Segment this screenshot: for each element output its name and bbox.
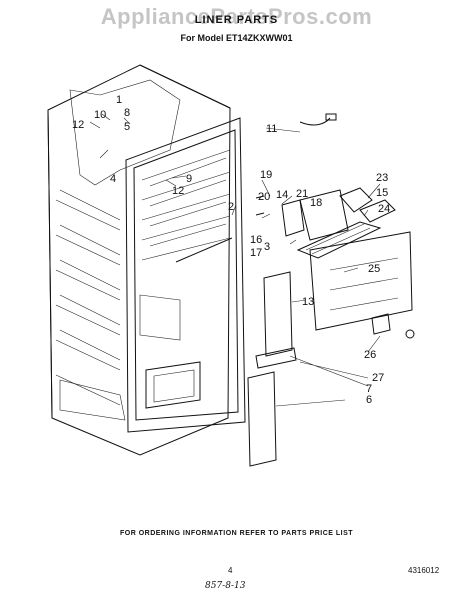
callout-label: 19: [260, 169, 272, 181]
model-label: For Model ET14ZKXWW01: [180, 33, 293, 43]
callout-label: 16: [250, 234, 262, 246]
callout-label: 12: [72, 119, 84, 131]
diagram-title: LINER PARTS: [194, 14, 279, 26]
leader-lines: [89, 113, 381, 407]
parts-cluster: [247, 113, 415, 467]
callout-label: 18: [310, 197, 322, 209]
callout-label: 20: [258, 191, 270, 203]
document-code: 4316012: [408, 566, 440, 575]
callout-label: 6: [366, 394, 372, 406]
callout-label: 1: [116, 94, 122, 106]
page-number: 4: [228, 566, 233, 575]
ordering-note: FOR ORDERING INFORMATION REFER TO PARTS …: [119, 530, 354, 537]
callout-labels: 1 2 3 4 5 6 7 8 9 10 11 12 12 13 14 15 1…: [72, 94, 390, 406]
callout-label: 24: [378, 203, 390, 215]
callout-label: 25: [368, 263, 380, 275]
callout-label: 3: [264, 241, 270, 253]
callout-label: 27: [372, 372, 384, 384]
callout-label: 14: [276, 189, 288, 201]
callout-label: 2: [228, 201, 234, 213]
callout-label: 5: [124, 121, 130, 133]
callout-label: 10: [94, 109, 106, 121]
callout-label: 23: [376, 172, 388, 184]
cabinet-liner: [47, 64, 246, 456]
callout-label: 11: [266, 123, 277, 135]
callout-label: 4: [110, 173, 116, 185]
callout-label: 15: [376, 187, 388, 199]
callout-label: 13: [302, 296, 314, 308]
callout-label: 9: [186, 173, 192, 185]
callout-label: 12: [172, 185, 184, 197]
callout-label: 26: [364, 349, 376, 361]
callout-label: 8: [124, 107, 130, 119]
callout-label: 21: [296, 188, 308, 200]
handwritten-note: 857-8-13: [205, 581, 246, 591]
callout-label: 17: [250, 247, 262, 259]
callout-label: 7: [366, 383, 372, 395]
watermark: AppliancePartsPros.com: [100, 4, 373, 29]
